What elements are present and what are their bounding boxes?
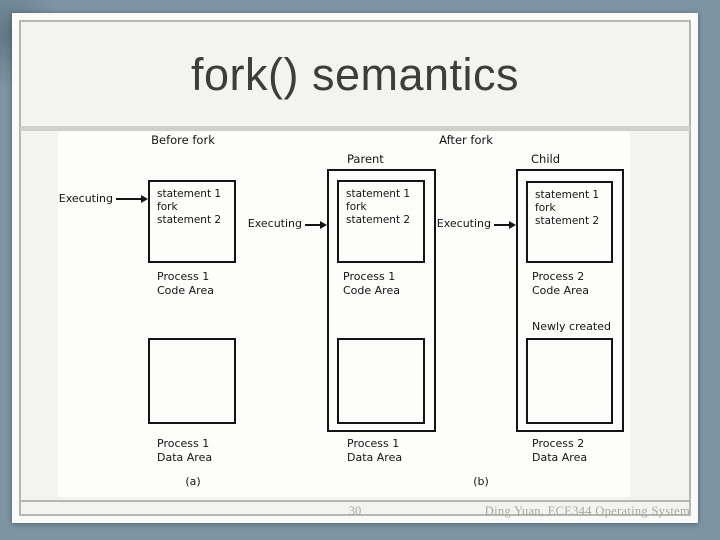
code-line: statement 1 — [157, 188, 222, 200]
data-area-caption-parent: Process 1 Data Area — [347, 437, 402, 464]
arrow-right-icon — [494, 220, 516, 229]
after-fork-heading: After fork — [439, 133, 493, 147]
data-box-child — [526, 338, 613, 424]
code-box-parent: statement 1 fork statement 2 — [337, 180, 425, 263]
code-box-before: statement 1 fork statement 2 — [148, 180, 236, 263]
caption-line: Process 1 — [347, 437, 400, 450]
code-area-caption-before: Process 1 Code Area — [157, 270, 214, 297]
caption-line: Data Area — [532, 450, 588, 464]
code-line: fork — [157, 201, 178, 213]
newly-created-note: Newly created — [532, 320, 611, 333]
fork-diagram-figure: Before fork After fork Parent Child Exec… — [58, 131, 630, 497]
code-line: fork — [346, 201, 367, 213]
caption-line: Process 1 — [343, 270, 396, 283]
slide-title: fork() semantics — [190, 49, 520, 100]
data-box-parent — [337, 338, 425, 424]
data-area-caption-before: Process 1 Data Area — [157, 437, 212, 464]
child-label: Child — [531, 152, 561, 166]
code-area-caption-child: Process 2 Code Area — [532, 270, 589, 297]
code-line: statement 1 — [346, 188, 411, 200]
executing-label-child: Executing — [436, 217, 491, 230]
caption-line: Code Area — [343, 283, 400, 297]
arrow-right-icon — [116, 194, 148, 203]
executing-label-parent: Executing — [247, 217, 302, 230]
footer-credit: Ding Yuan, ECE344 Operating System — [484, 504, 690, 518]
code-line: fork — [535, 202, 556, 214]
parent-label: Parent — [347, 152, 384, 166]
code-line: statement 1 — [535, 189, 600, 201]
caption-line: Process 1 — [157, 437, 210, 450]
executing-label-before: Executing — [58, 192, 113, 205]
caption-line: Data Area — [157, 450, 213, 464]
arrow-right-icon — [305, 220, 327, 229]
caption-line: Process 1 — [157, 270, 210, 283]
data-box-before — [148, 338, 236, 424]
data-area-caption-child: Process 2 Data Area — [532, 437, 587, 464]
code-line: statement 2 — [346, 214, 411, 226]
subfigure-label-b: (b) — [473, 475, 489, 488]
code-line: statement 2 — [535, 215, 600, 227]
code-box-child: statement 1 fork statement 2 — [526, 181, 613, 263]
footer-divider — [19, 500, 691, 502]
code-area-caption-parent: Process 1 Code Area — [343, 270, 400, 297]
caption-line: Process 2 — [532, 270, 585, 283]
page-number: 30 — [348, 504, 362, 518]
caption-line: Code Area — [532, 283, 589, 297]
subfigure-label-a: (a) — [185, 475, 201, 488]
code-line: statement 2 — [157, 214, 222, 226]
caption-line: Code Area — [157, 283, 214, 297]
caption-line: Data Area — [347, 450, 403, 464]
before-fork-heading: Before fork — [151, 133, 215, 147]
presentation-slide: fork() semantics Before fork After fork … — [12, 13, 698, 523]
caption-line: Process 2 — [532, 437, 585, 450]
title-divider — [20, 126, 690, 131]
